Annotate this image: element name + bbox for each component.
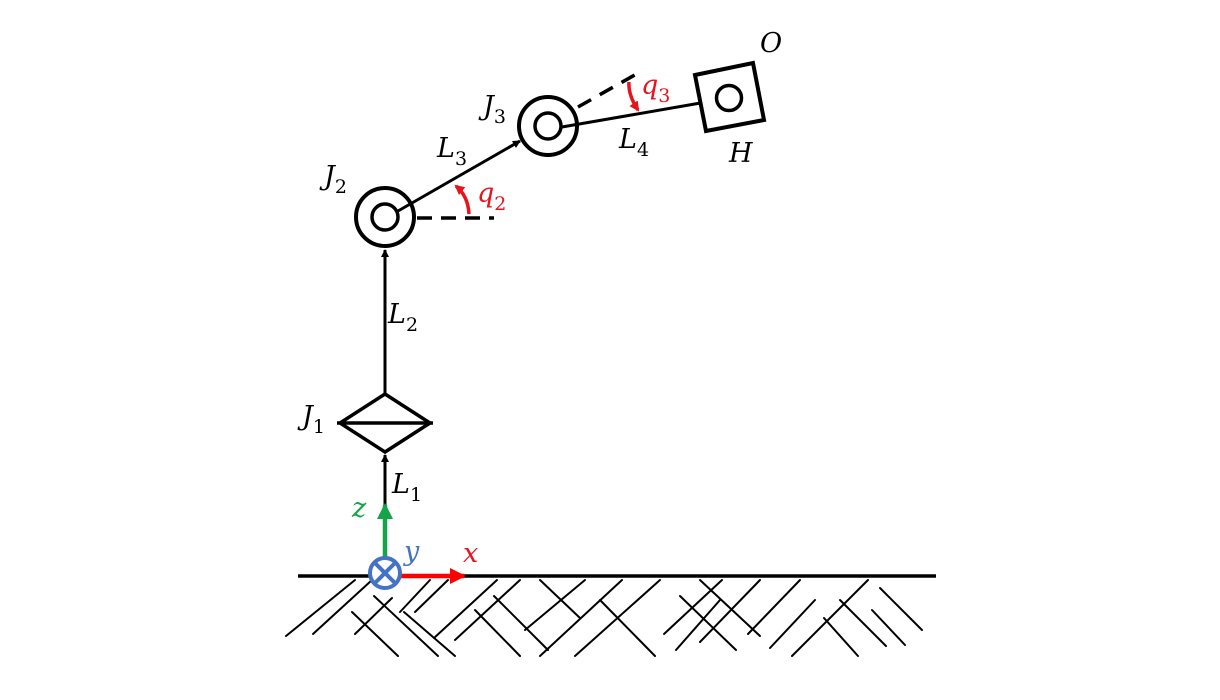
double-circle-joint-icon	[354, 186, 416, 248]
label-j1: J1	[297, 401, 325, 438]
label-hand: H	[728, 138, 753, 169]
double-circle-joint-icon	[517, 95, 579, 157]
link-l4	[561, 98, 713, 129]
hatched-ground-icon	[285, 579, 923, 657]
label-object: O	[760, 28, 782, 59]
circled-cross-icon	[368, 556, 402, 590]
label-l1: L1	[391, 469, 422, 506]
link-l3	[397, 139, 521, 213]
label-axis-z: z	[351, 493, 367, 524]
label-l3: L3	[436, 133, 467, 170]
diamond-joint-icon	[336, 391, 434, 455]
label-l2: L2	[387, 299, 418, 336]
angle-arc-q2	[454, 184, 471, 215]
label-q2: q2	[477, 178, 506, 215]
label-j3: J3	[478, 91, 506, 128]
label-j2: J2	[319, 161, 347, 198]
angle-arc-q3	[627, 81, 640, 112]
label-axis-x: x	[463, 538, 478, 569]
label-axis-y: y	[403, 536, 420, 567]
reference-line-j3	[577, 70, 641, 109]
square-gripper-icon	[692, 60, 767, 134]
label-l4: L4	[618, 124, 649, 161]
label-q3: q3	[641, 70, 670, 107]
